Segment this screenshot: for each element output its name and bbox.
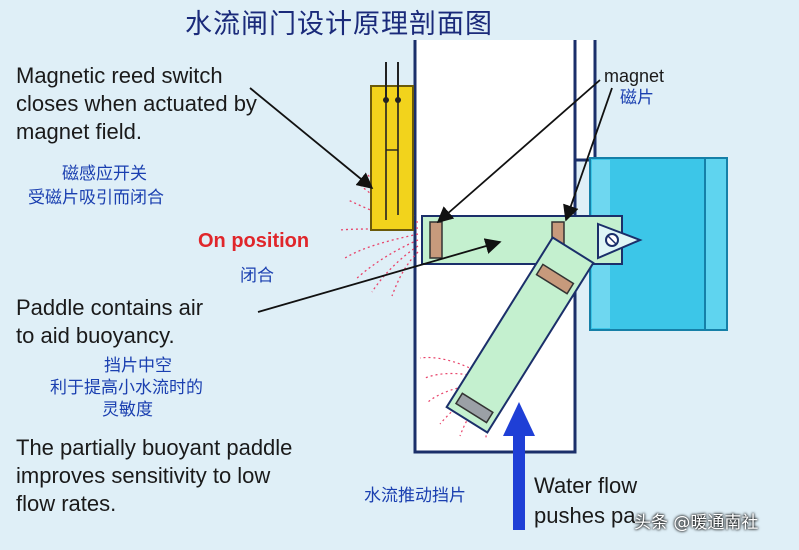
on-position-cn-label: 闭合	[240, 266, 274, 286]
water-flow-label-line1: Water flow	[534, 473, 638, 498]
reed-switch-caption-line3: magnet field.	[16, 119, 142, 144]
pivot-point	[597, 222, 643, 260]
reed-switch	[370, 62, 414, 231]
reed-switch-caption-line2: closes when actuated by	[16, 91, 257, 116]
paddle-caption-line2: to aid buoyancy.	[16, 323, 175, 348]
buoyant-caption-line3: flow rates.	[16, 491, 117, 516]
diagram-title: 水流闸门设计原理剖面图	[185, 9, 493, 40]
paddle-cn-line1: 挡片中空	[104, 356, 172, 376]
magnet-cn-label: 磁片	[620, 88, 654, 108]
water-flow-cn-label: 水流推动挡片	[364, 486, 466, 506]
reed-switch-cn-line1: 磁感应开关	[62, 164, 147, 184]
magnet-label: magnet	[604, 66, 665, 86]
reed-switch-pointer	[249, 87, 374, 190]
magnet-pointer-2	[563, 87, 613, 222]
reed-switch-cn-line2: 受磁片吸引而闭合	[28, 188, 164, 208]
water-flow-arrow	[503, 402, 535, 530]
buoyant-caption-line1: The partially buoyant paddle	[16, 435, 293, 460]
water-flow-label-line2: pushes pa	[534, 503, 636, 528]
paddle-cn-line2: 利于提高小水流时的	[50, 378, 203, 398]
paddle-pointer	[257, 238, 502, 313]
watermark: 头条 @暖通南社	[634, 513, 759, 533]
paddle-tilted	[445, 236, 595, 434]
paddle-caption-line1: Paddle contains air	[16, 295, 204, 320]
buoyant-caption-line2: improves sensitivity to low	[16, 463, 271, 488]
magnet-pointer-1	[436, 79, 601, 224]
paddle-cn-line3: 灵敏度	[102, 400, 153, 420]
on-position-label: On position	[198, 230, 310, 252]
reed-switch-caption-line1: Magnetic reed switch	[16, 63, 223, 88]
